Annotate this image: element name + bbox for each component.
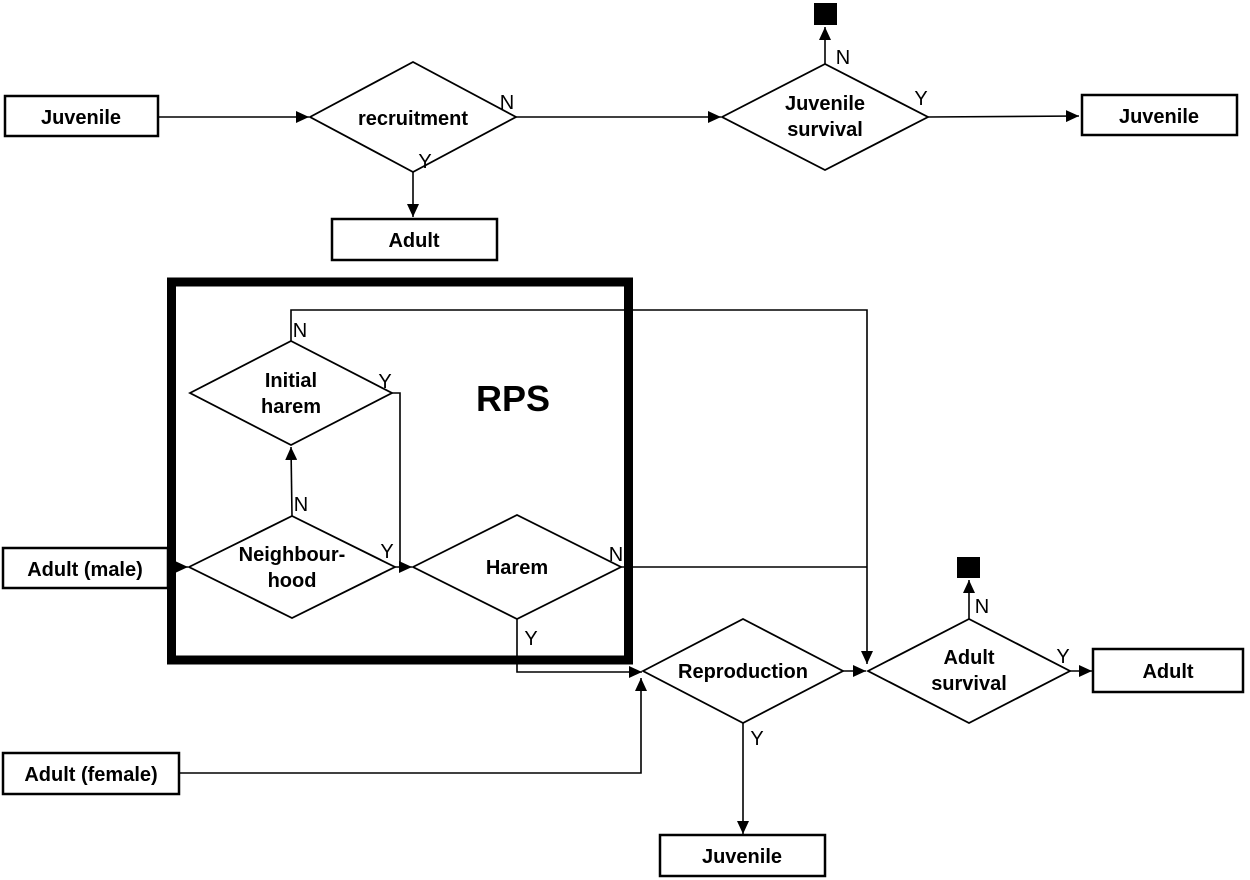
label-harem-yes: Y [524,628,537,650]
initial-harem-label-line1: Initial [265,370,317,392]
juvenile-start-box [3,94,160,138]
death-square-top [814,3,837,25]
adult-survived-box [1091,647,1245,694]
adult-survival-decision [866,617,1072,725]
juvenile-survival-label-line1: Juvenile [785,93,865,115]
adult-survived-label: Adult [1142,661,1193,683]
recruitment-decision [308,60,518,174]
juvenile-survived-label: Juvenile [1119,106,1199,128]
edge-neighbourhood-no-to-initial-harem [285,446,298,517]
label-juvenile-survival-yes: Y [914,88,927,110]
label-initial-harem-no: N [293,320,307,342]
label-reproduction-yes: Y [750,728,763,750]
harem-label: Harem [486,557,548,579]
reproduction-decision [641,617,845,725]
neighbourhood-label-line2: hood [268,570,317,592]
initial-harem-decision [188,339,394,447]
adult-survival-label-line1: Adult [943,647,994,669]
juvenile-survival-decision [720,62,930,172]
edge-adult-female-to-reproduction [179,678,647,774]
label-juvenile-survival-no: N [836,47,850,69]
juvenile-offspring-label: Juvenile [702,846,782,868]
juvenile-offspring-box [658,833,827,878]
label-neighbourhood-no: N [294,494,308,516]
adult-survival-label-line2: survival [931,673,1007,695]
recruitment-label: recruitment [358,108,468,130]
adult-female-label: Adult (female) [24,764,157,786]
neighbourhood-label-line1: Neighbour- [239,544,346,566]
adult-female-box [1,751,181,796]
rps-label: RPS [476,378,550,419]
adult-male-box [1,546,170,590]
edge-initial-harem-yes-down [392,392,401,567]
juvenile-survived-box [1080,93,1239,137]
edge-initial-harem-no-to-adult-survival [290,309,873,664]
label-adult-survival-yes: Y [1056,646,1069,668]
death-square-right [957,557,980,578]
rps-group-box [167,277,633,665]
neighbourhood-decision [186,514,398,620]
harem-decision [410,513,624,621]
adult-male-label: Adult (male) [27,559,143,581]
juvenile-survival-label-line2: survival [787,119,863,141]
juvenile-start-label: Juvenile [41,107,121,129]
initial-harem-label-line2: harem [261,396,321,418]
label-harem-no: N [609,544,623,566]
edge-harem-yes-to-reproduction [516,619,642,678]
adult-recruited-label: Adult [388,230,439,252]
reproduction-label: Reproduction [678,661,808,683]
label-recruitment-yes: Y [418,151,431,173]
label-recruitment-no: N [500,92,514,114]
label-initial-harem-yes: Y [378,371,391,393]
label-adult-survival-no: N [975,596,989,618]
edge-juvenile-survival-yes-to-juvenile [927,110,1080,123]
adult-recruited-box [330,217,499,262]
label-neighbourhood-yes: Y [380,541,393,563]
